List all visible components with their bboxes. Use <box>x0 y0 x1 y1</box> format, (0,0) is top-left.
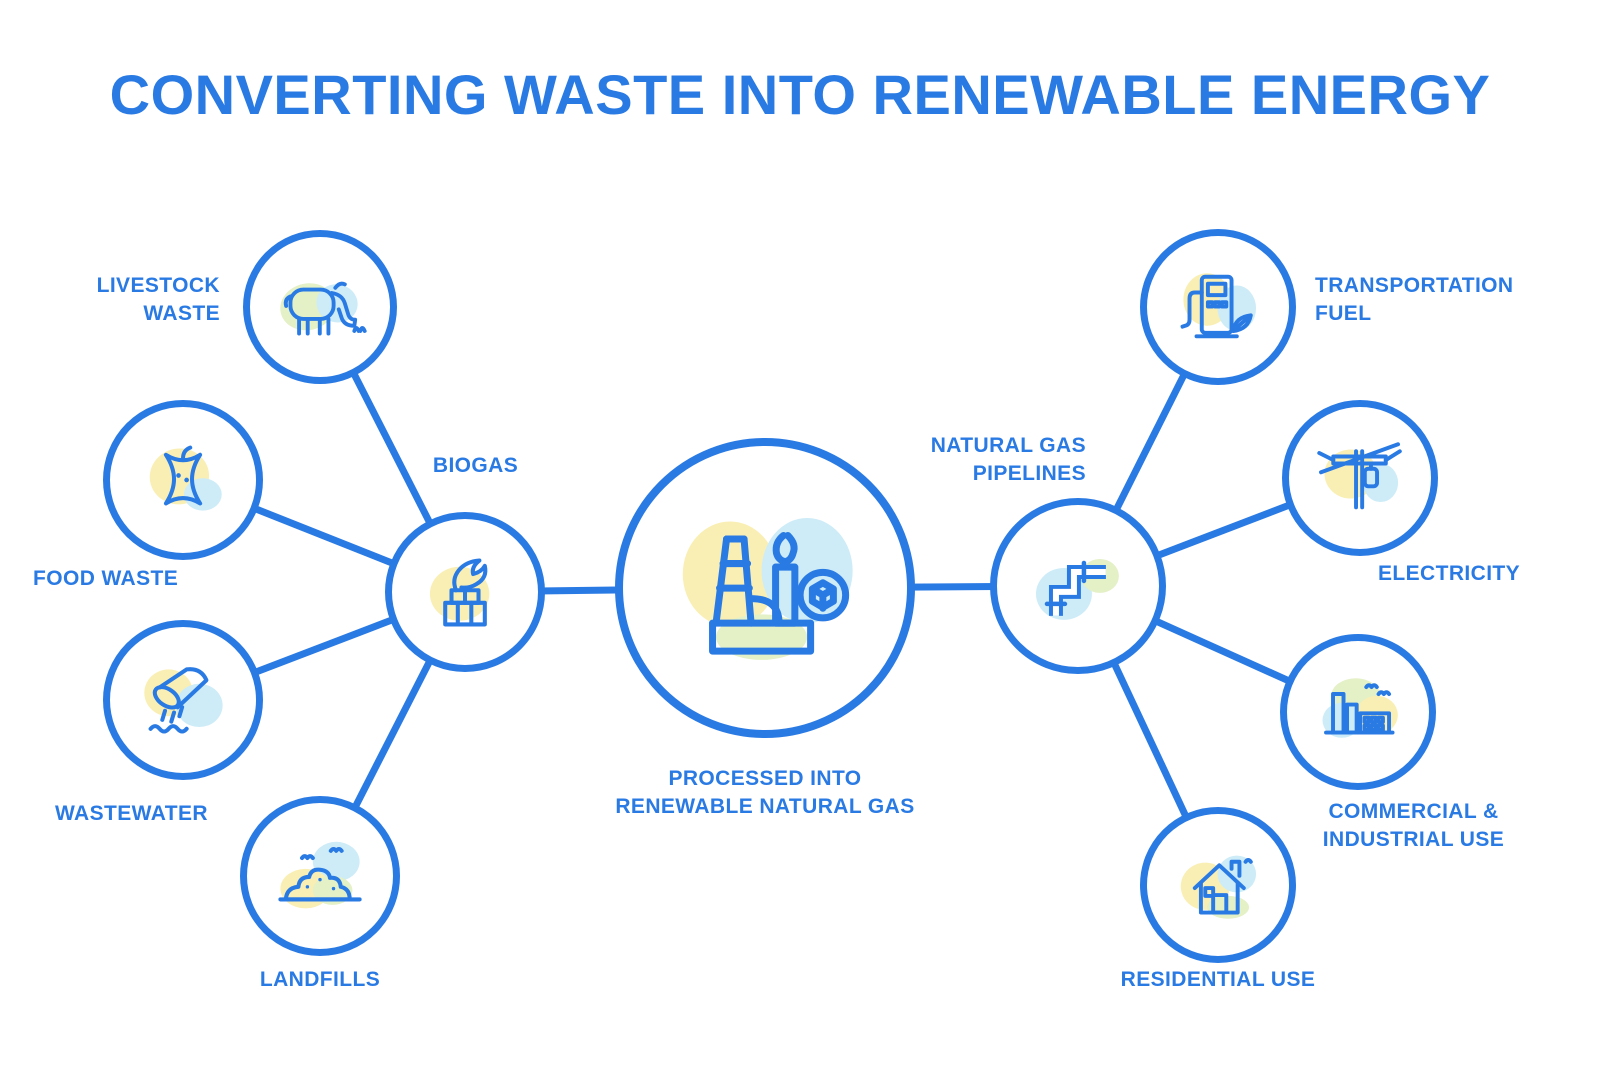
transportation-fuel-node <box>1140 229 1296 385</box>
landfills-node <box>240 796 400 956</box>
cow-icon <box>280 281 367 336</box>
biogas-flame-icon <box>429 558 490 627</box>
house-icon <box>1181 856 1257 920</box>
pipelines-label: NATURAL GAS PIPELINES <box>930 434 1086 485</box>
residential-use-label: RESIDENTIAL USE <box>1120 968 1316 991</box>
biogas-label: BIOGAS <box>432 454 519 477</box>
processing-plant-label: PROCESSED INTO RENEWABLE NATURAL GAS <box>615 767 915 818</box>
drain-pipe-icon <box>144 667 223 734</box>
processing-plant-node <box>615 438 915 738</box>
wastewater-label: WASTEWATER <box>55 802 208 825</box>
transportation-fuel-label: TRANSPORTATION FUEL <box>1315 274 1514 325</box>
landfills-label: LANDFILLS <box>259 968 381 991</box>
food-waste-label: FOOD WASTE <box>33 567 179 590</box>
pipeline-icon <box>1036 559 1119 620</box>
electricity-label: ELECTRICITY <box>1378 562 1521 585</box>
livestock-waste-label: LIVESTOCK WASTE <box>96 274 220 325</box>
wastewater-node <box>103 620 263 780</box>
power-pole-icon <box>1317 442 1403 510</box>
commercial-industrial-label: COMMERCIAL & INDUSTRIAL USE <box>1322 800 1505 851</box>
gas-plant-icon <box>682 517 853 660</box>
electricity-node <box>1282 400 1438 556</box>
biogas-node <box>385 512 545 672</box>
livestock-waste-node <box>243 230 397 384</box>
food-waste-node <box>103 400 263 560</box>
landfill-mound-icon <box>278 841 362 909</box>
commercial-industrial-node <box>1280 634 1436 790</box>
factory-icon <box>1322 678 1399 739</box>
apple-core-icon <box>149 445 222 511</box>
pipelines-node <box>990 498 1166 674</box>
fuel-pump-icon <box>1180 273 1257 339</box>
residential-use-node <box>1140 807 1296 963</box>
page-title: CONVERTING WASTE INTO RENEWABLE ENERGY <box>109 63 1491 126</box>
